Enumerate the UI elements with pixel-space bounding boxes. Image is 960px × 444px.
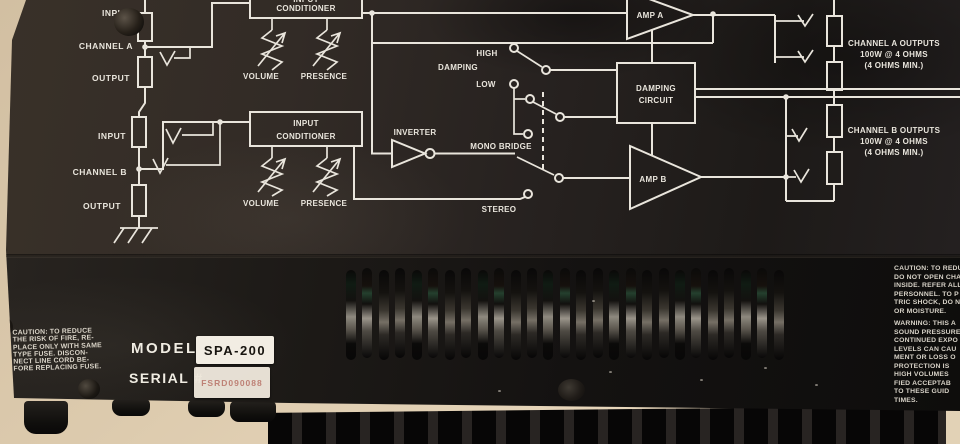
dust-speck bbox=[700, 379, 703, 381]
vent-slot bbox=[592, 268, 603, 358]
serial-label: SERIAL # bbox=[129, 370, 204, 386]
vent-slot bbox=[757, 268, 768, 358]
vent-slot bbox=[461, 268, 472, 358]
caution-line: CAUTION: TO REDU bbox=[894, 265, 960, 272]
caution-line: TRIC SHOCK, DO N bbox=[894, 299, 960, 306]
dust-speck bbox=[609, 371, 612, 373]
vent-slot bbox=[395, 268, 406, 358]
rubber-foot bbox=[188, 400, 225, 417]
inverter-label: INVERTER bbox=[394, 128, 437, 137]
screw-icon bbox=[114, 8, 144, 36]
caution-line: INSIDE. REFER ALL bbox=[894, 282, 960, 289]
vent-slot bbox=[378, 270, 389, 360]
warning-line: FIED ACCEPTAB bbox=[894, 379, 951, 387]
fuse-caution-text: CAUTION: TO REDUCE THE RISK OF FIRE, RE-… bbox=[12, 326, 131, 373]
vent-slot bbox=[773, 270, 784, 360]
model-sticker: SPA-200 bbox=[196, 336, 274, 364]
vent-slot bbox=[543, 270, 554, 360]
caution-line: DO NOT OPEN CHAS bbox=[894, 273, 960, 281]
model-label: MODEL bbox=[131, 340, 198, 357]
dust-speck bbox=[592, 300, 595, 302]
high-label: HIGH bbox=[476, 49, 497, 58]
outputs-a-line2: 100W @ 4 OHMS bbox=[860, 50, 928, 59]
presence-a-label: PRESENCE bbox=[301, 72, 348, 81]
vent-slot bbox=[724, 268, 735, 358]
screw-icon bbox=[78, 379, 100, 399]
dust-speck bbox=[764, 367, 767, 369]
rubber-foot bbox=[230, 401, 276, 422]
warning-line: WARNING: THIS A bbox=[894, 320, 957, 327]
warning-line: CONTINUED EXPO bbox=[894, 337, 958, 344]
mono-bridge-label: MONO BRIDGE bbox=[470, 142, 532, 151]
dust-speck bbox=[498, 390, 501, 392]
vent-slot bbox=[625, 268, 636, 358]
conditioner-b-line1: INPUT bbox=[293, 119, 319, 128]
low-label: LOW bbox=[476, 80, 496, 89]
damping-circuit-line2: CIRCUIT bbox=[639, 96, 674, 105]
input-b-label: INPUT bbox=[98, 131, 126, 141]
vent-slot bbox=[707, 270, 718, 360]
damping-label: DAMPING bbox=[438, 63, 478, 72]
output-b-label: OUTPUT bbox=[83, 201, 121, 211]
conditioner-a-line2: CONDITIONER bbox=[276, 4, 335, 13]
vent-slot bbox=[658, 268, 669, 358]
outputs-b-line3: (4 OHMS MIN.) bbox=[864, 148, 923, 157]
serial-number-sticker: FSRD090088 bbox=[194, 367, 270, 398]
vent-slot bbox=[642, 270, 653, 360]
stereo-label: STEREO bbox=[482, 205, 517, 214]
vent-slot bbox=[526, 268, 537, 358]
warning-line: TIMES. bbox=[894, 396, 918, 404]
block-diagram: INPUT CHANNEL A OUTPUT INPUT CHANNEL B O… bbox=[73, 0, 960, 244]
vent-slot bbox=[576, 270, 587, 360]
rubber-foot bbox=[112, 399, 150, 416]
vent-slot bbox=[494, 268, 505, 358]
volume-a-label: VOLUME bbox=[243, 72, 279, 81]
vent-slot bbox=[346, 270, 356, 360]
amp-b-label: AMP B bbox=[639, 175, 666, 184]
diagram-labels: INPUT CHANNEL A OUTPUT INPUT CHANNEL B O… bbox=[73, 0, 941, 214]
warning-line: MENT OR LOSS O bbox=[894, 354, 956, 361]
vent-slot bbox=[444, 270, 455, 360]
panel-seam bbox=[6, 254, 960, 258]
safety-warning-text: CAUTION: TO REDU DO NOT OPEN CHAS INSIDE… bbox=[894, 265, 960, 405]
warning-line: TO THESE GUID bbox=[894, 388, 950, 395]
vent-slot bbox=[609, 270, 620, 360]
vent-slot bbox=[477, 270, 488, 360]
warning-line: PROTECTION IS bbox=[894, 362, 950, 370]
outputs-a-line1: CHANNEL A OUTPUTS bbox=[848, 39, 940, 48]
vent-slot bbox=[362, 268, 373, 358]
caution-line: PERSONNEL. TO P bbox=[894, 290, 959, 298]
volume-b-label: VOLUME bbox=[243, 199, 279, 208]
dust-speck bbox=[815, 384, 818, 386]
channel-b-label: CHANNEL B bbox=[73, 167, 127, 177]
caution-line: OR MOISTURE. bbox=[894, 307, 947, 315]
vent-slot bbox=[675, 270, 685, 360]
warning-line: SOUND PRESSURE bbox=[894, 328, 960, 336]
vent-slot bbox=[559, 268, 570, 358]
screw-icon bbox=[558, 379, 585, 401]
channel-a-label: CHANNEL A bbox=[79, 41, 133, 51]
wiring bbox=[113, 0, 960, 244]
outputs-b-line2: 100W @ 4 OHMS bbox=[860, 137, 928, 146]
heatsink-fins bbox=[268, 405, 946, 444]
ventilation-grille bbox=[346, 267, 798, 363]
outputs-a-line3: (4 OHMS MIN.) bbox=[864, 61, 923, 70]
damping-circuit-line1: DAMPING bbox=[636, 84, 676, 93]
vent-slot bbox=[691, 268, 702, 358]
vent-slot bbox=[428, 268, 439, 358]
output-a-label: OUTPUT bbox=[92, 73, 130, 83]
warning-line: HIGH VOLUMES bbox=[894, 371, 949, 378]
vent-slot bbox=[740, 270, 751, 360]
warning-line: LEVELS CAN CAU bbox=[894, 345, 957, 353]
rubber-foot bbox=[24, 401, 68, 434]
conditioner-a-line1: INPUT bbox=[293, 0, 319, 4]
outputs-b-line1: CHANNEL B OUTPUTS bbox=[848, 126, 941, 135]
vent-slot bbox=[510, 270, 521, 360]
presence-b-label: PRESENCE bbox=[301, 199, 348, 208]
conditioner-b-line2: CONDITIONER bbox=[276, 132, 335, 141]
vent-slot bbox=[411, 270, 422, 360]
amp-a-label: AMP A bbox=[637, 11, 664, 20]
